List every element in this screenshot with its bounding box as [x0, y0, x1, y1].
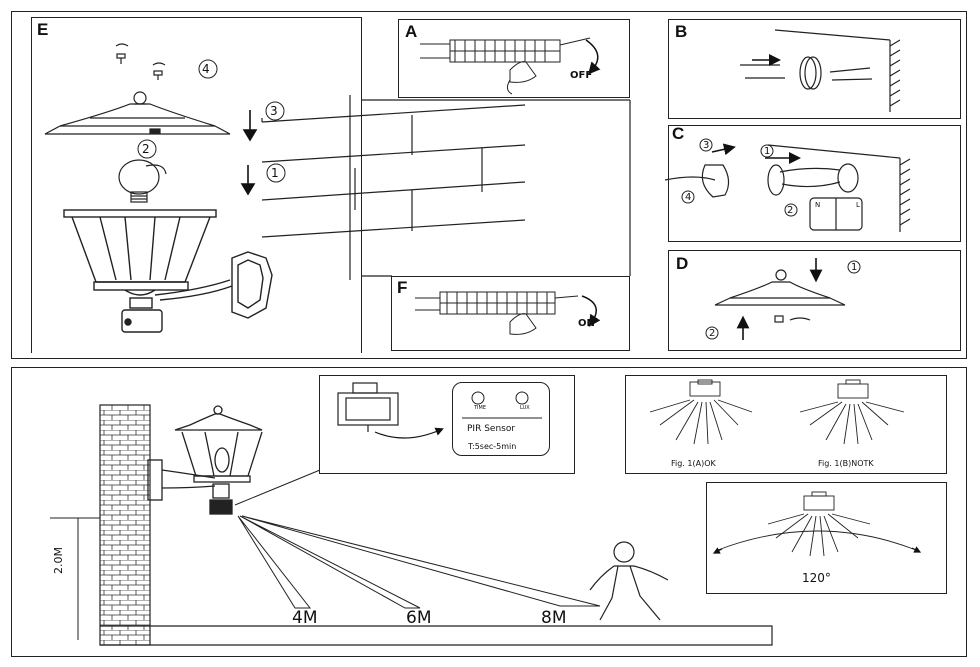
panel-c-step-3-label: 3 [703, 140, 710, 151]
lantern-body-icon [63, 209, 273, 333]
panel-d-letter: D [676, 254, 689, 273]
pir-sensor-title: PIR Sensor [467, 424, 516, 434]
distance-6m-label: 6M [406, 608, 432, 628]
fig-ok-label: Fig. 1(A)OK [671, 459, 716, 468]
terminal-block-icon [420, 37, 591, 95]
wall-lamp-icon [147, 405, 263, 515]
angle-panel [706, 482, 947, 594]
panel-e-letter: E [37, 20, 49, 39]
terminal-n-label: N [815, 201, 821, 209]
pir-sensor-dial [452, 382, 550, 456]
terminal-block-on-icon [415, 291, 579, 335]
panel-d-step-2-label: 2 [709, 328, 716, 339]
switch-on-label: ON [578, 318, 595, 329]
pir-time-label: TIME [474, 405, 487, 411]
wall-bracket-icon [740, 29, 901, 112]
pir-lux-label: LUX [520, 405, 530, 411]
wiring-diagram-icon [664, 144, 911, 232]
angle-label: 120° [802, 571, 831, 585]
off-switch-arrow [585, 39, 601, 75]
ground-line [100, 625, 773, 646]
lamp-roof-small-icon [714, 269, 846, 323]
panel-b-letter: B [675, 22, 688, 41]
screw-icon [115, 43, 166, 80]
terminal-l-label: L [856, 201, 860, 209]
fig-orientation-panel [625, 375, 947, 474]
panel-c-step-2-label: 2 [787, 205, 794, 216]
switch-off-label: OFF [570, 70, 593, 81]
detection-rays [234, 469, 601, 609]
panel-d [668, 250, 961, 351]
step-4-label: 4 [202, 62, 210, 76]
step-3-label: 3 [270, 104, 278, 118]
light-bulb-icon [118, 159, 167, 203]
step-1-label: 1 [271, 166, 279, 180]
fig-notok-fan-icon [799, 379, 905, 445]
panel-c-letter: C [672, 124, 685, 143]
panel-f-letter: F [397, 278, 408, 297]
fig-ok-fan-icon [649, 379, 753, 445]
panel-d-step-1-label: 1 [851, 262, 858, 273]
fig-notok-label: Fig. 1(B)NOTK [818, 459, 874, 468]
sensor-device-icon [337, 382, 399, 432]
angle-fan-icon [717, 491, 917, 557]
panel-a-letter: A [405, 22, 418, 41]
panel-b [668, 19, 961, 119]
distance-8m-label: 8M [541, 608, 567, 628]
pir-time-range: T:5sec-5min [468, 442, 517, 451]
panel-e [31, 17, 362, 353]
down-arrow-icon [240, 110, 258, 196]
panel-c-step-1-label: 1 [764, 146, 771, 157]
distance-4m-label: 4M [292, 608, 318, 628]
walking-person-icon [589, 541, 669, 621]
panel-c-step-4-label: 4 [685, 192, 692, 203]
wall-illustration [261, 95, 631, 280]
brick-wall [99, 404, 151, 646]
on-switch-arrow [581, 295, 601, 327]
lamp-roof-icon [44, 91, 231, 135]
panel-c [668, 125, 961, 242]
step-2-label: 2 [142, 142, 150, 156]
